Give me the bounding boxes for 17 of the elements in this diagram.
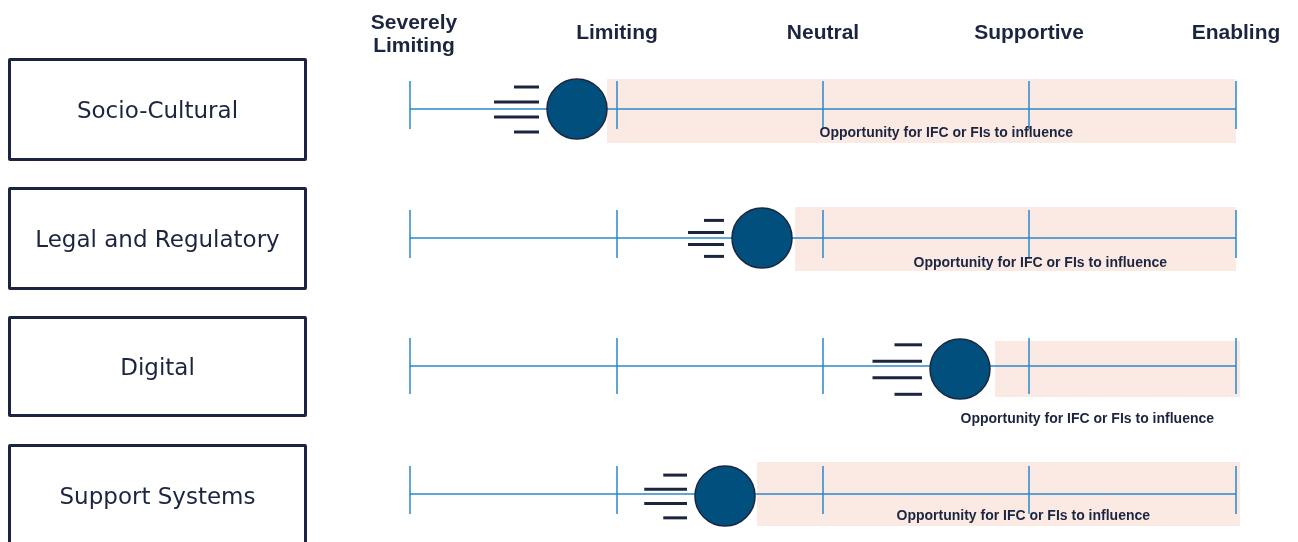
category-box xyxy=(8,58,307,161)
category-label: Digital xyxy=(120,353,195,380)
category-label: Support Systems xyxy=(59,483,256,509)
category-box xyxy=(8,444,307,542)
scale-heading: Supportive xyxy=(974,20,1084,43)
band-label: Opportunity for IFC or FIs to influence xyxy=(896,507,1151,523)
scale-heading: Neutral xyxy=(786,20,860,43)
category-label: Socio-Cultural xyxy=(76,96,239,123)
band-label: Opportunity for IFC or FIs to influence xyxy=(913,254,1168,270)
band-label: Opportunity for IFC or FIs to influence xyxy=(960,410,1215,426)
scale-heading: Severely Limiting xyxy=(369,10,459,56)
category-label: Legal and Regulatory xyxy=(35,225,280,252)
category-box xyxy=(8,316,307,417)
category-box xyxy=(8,187,307,290)
scale-heading: Limiting xyxy=(576,20,658,43)
band-label: Opportunity for IFC or FIs to influence xyxy=(819,124,1074,140)
scale-heading: Enabling xyxy=(1191,20,1281,43)
